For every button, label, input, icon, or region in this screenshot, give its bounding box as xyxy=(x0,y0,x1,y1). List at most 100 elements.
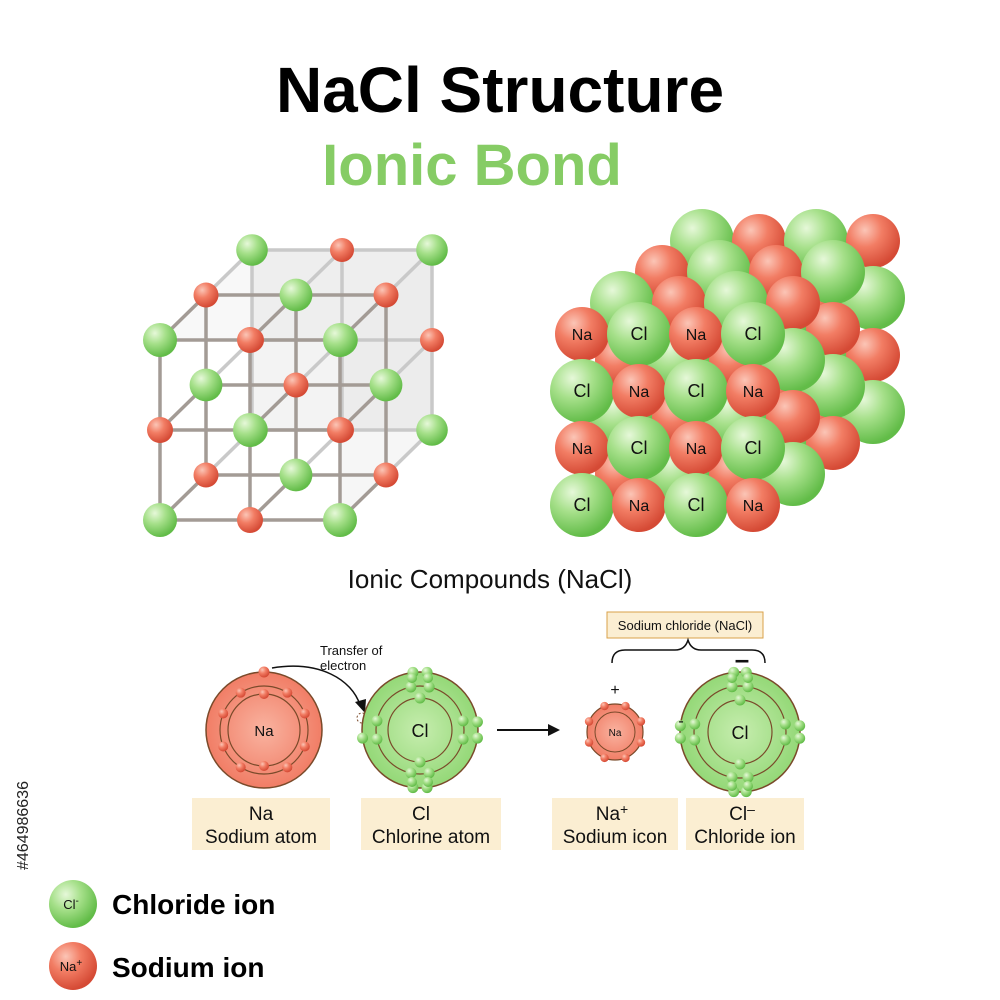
legend-sodium: Na+ Sodium ion xyxy=(49,942,264,990)
chloride-sphere xyxy=(607,302,671,366)
sodium-atom-label-symbol: Na xyxy=(249,804,274,825)
electron xyxy=(689,718,701,730)
chloride-sphere-label: Cl xyxy=(688,495,705,515)
chloride-ion-electrons xyxy=(674,666,806,798)
electron xyxy=(235,687,246,698)
compound-label-box xyxy=(606,611,764,639)
sodium-atom: Na xyxy=(205,666,323,789)
chloride-sphere-label: Cl xyxy=(688,381,705,401)
sodium-sphere-label: Na xyxy=(629,384,650,401)
chloride-ion-sphere xyxy=(189,368,223,402)
electron xyxy=(405,767,417,779)
sodium-ion-sphere xyxy=(373,462,399,488)
sodium-sphere xyxy=(669,307,723,361)
chloride-ion-sphere xyxy=(143,503,177,537)
sodium-ion-sphere xyxy=(420,328,444,352)
electron xyxy=(743,781,753,791)
chloride-ion-label: Cl– Chloride ion xyxy=(686,798,804,850)
electron xyxy=(423,681,435,693)
electron xyxy=(726,681,738,693)
electron xyxy=(727,781,737,791)
sodium-ion-label: Na+ Sodium icon xyxy=(552,798,678,850)
sodium-ion-sphere xyxy=(147,417,173,443)
chloride-sphere xyxy=(664,359,728,423)
chloride-sphere-label: Cl xyxy=(745,324,762,344)
sodium-ion-electrons xyxy=(584,701,646,763)
electron xyxy=(636,717,646,726)
sodium-atom-label-name: Sodium atom xyxy=(205,827,317,848)
electron xyxy=(689,734,701,746)
electron xyxy=(407,673,417,683)
page-title: NaCl Structure xyxy=(276,54,724,126)
sodium-ion-label-name: Sodium icon xyxy=(563,827,668,848)
legend-sodium-symbol: Na+ xyxy=(60,958,83,974)
chloride-ion-label-name: Chloride ion xyxy=(694,827,795,848)
sodium-ion-sphere xyxy=(193,462,219,488)
chloride-sphere xyxy=(664,473,728,537)
electron xyxy=(423,767,435,779)
chloride-ion-label-symbol: Cl– xyxy=(729,801,755,825)
sodium-sphere xyxy=(612,478,666,532)
compound-brace xyxy=(611,637,766,664)
sodium-ion-sphere xyxy=(283,372,309,398)
sodium-ion-sphere xyxy=(237,327,263,353)
legend-sodium-label: Sodium ion xyxy=(112,952,264,983)
sodium-sphere xyxy=(726,364,780,418)
sodium-ion-sphere xyxy=(373,282,399,308)
electron xyxy=(414,756,426,768)
chloride-sphere xyxy=(550,473,614,537)
legend-sodium-swatch xyxy=(49,942,97,990)
sodium-sphere-label: Na xyxy=(743,498,764,515)
chloride-ion: Cl – - xyxy=(674,644,806,798)
sodium-atom-label: Na Sodium atom xyxy=(192,798,330,850)
sodium-sphere-label: Na xyxy=(572,441,593,458)
electron xyxy=(734,758,746,770)
chloride-ion-sphere xyxy=(323,323,357,357)
chloride-ion-sphere xyxy=(143,323,177,357)
electron xyxy=(743,673,753,683)
chloride-sphere xyxy=(550,359,614,423)
chloride-ion-minus: – xyxy=(735,644,749,674)
electron xyxy=(794,720,806,732)
legend: Cl- Chloride ion Na+ Sodium ion xyxy=(49,880,275,990)
electron xyxy=(258,666,270,678)
chloride-ion-sphere xyxy=(369,368,403,402)
chloride-ion-sphere xyxy=(236,234,268,266)
sodium-sphere xyxy=(612,364,666,418)
electron xyxy=(423,673,433,683)
sodium-ion: Na + xyxy=(584,682,646,763)
electron xyxy=(457,733,469,745)
chloride-ion-sphere xyxy=(416,234,448,266)
stock-id: #464986636 xyxy=(15,781,32,870)
electron xyxy=(621,701,630,711)
electron xyxy=(584,717,594,726)
chlorine-atom: Cl xyxy=(357,666,483,794)
chloride-sphere xyxy=(607,416,671,480)
legend-chloride-symbol: Cl- xyxy=(63,896,79,912)
sodium-sphere-label: Na xyxy=(572,327,593,344)
sodium-electrons xyxy=(218,666,310,773)
sodium-ion-sphere xyxy=(193,282,219,308)
electron xyxy=(371,715,383,727)
sodium-sphere-label: Na xyxy=(629,498,650,515)
electron xyxy=(584,738,594,747)
gained-electron-minus: - xyxy=(678,713,683,730)
lattice-model xyxy=(143,234,448,537)
sodium-ion-sphere xyxy=(330,238,354,262)
electron xyxy=(357,732,369,744)
electron xyxy=(742,681,754,693)
electron xyxy=(471,716,483,728)
transfer-arrowhead xyxy=(355,699,366,713)
chloride-ion-sphere xyxy=(416,414,448,446)
electron xyxy=(779,734,791,746)
electron xyxy=(259,761,269,771)
electron xyxy=(779,718,791,730)
electron xyxy=(674,732,686,744)
reaction-arrowhead xyxy=(548,724,560,736)
chlorine-atom-label: Cl Chlorine atom xyxy=(361,798,501,850)
sodium-sphere-label: Na xyxy=(743,384,764,401)
electron xyxy=(299,708,310,719)
chloride-ion-sphere xyxy=(279,278,313,312)
chloride-sphere xyxy=(801,240,865,304)
